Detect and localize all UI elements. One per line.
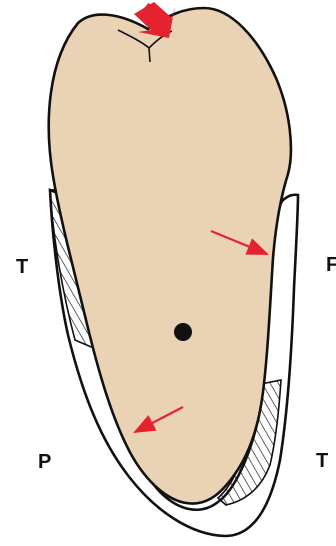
center-dot [174, 323, 192, 341]
tooth-body [49, 8, 291, 504]
label-p-left: P [38, 452, 51, 472]
label-t-left: T [16, 257, 28, 277]
label-f-right: F [326, 255, 336, 275]
label-t-right: T [316, 451, 328, 471]
